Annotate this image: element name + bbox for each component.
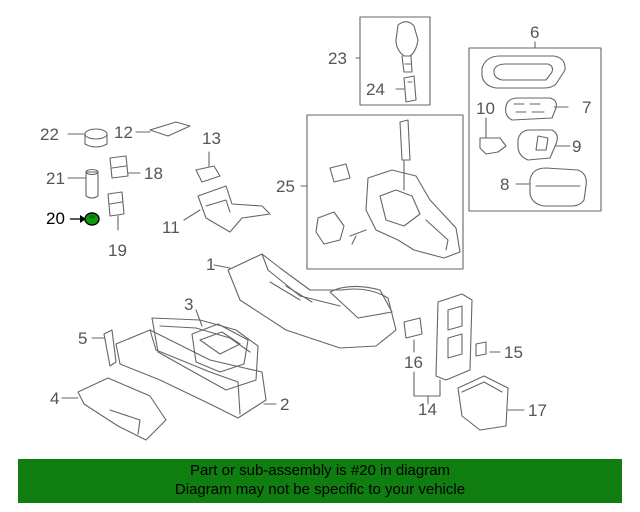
bracket-part-11 bbox=[197, 185, 271, 233]
bezel-part-6 bbox=[481, 55, 566, 89]
callout-17: 17 bbox=[528, 401, 547, 420]
callout-16: 16 bbox=[404, 353, 423, 372]
cap-part-22 bbox=[84, 128, 108, 148]
storage-part-8 bbox=[529, 167, 587, 207]
side-panel-part-2 bbox=[115, 329, 267, 419]
switch-part-18 bbox=[109, 155, 129, 179]
callout-15: 15 bbox=[504, 343, 523, 362]
callout-12: 12 bbox=[114, 123, 133, 142]
callout-2: 2 bbox=[280, 395, 290, 414]
callout-14: 14 bbox=[418, 400, 437, 419]
shifter-assembly-group-box bbox=[306, 114, 464, 270]
callout-13: 13 bbox=[202, 129, 221, 148]
bin-part-17 bbox=[457, 375, 509, 431]
clip-part-15 bbox=[475, 341, 487, 357]
shifter-assembly-part bbox=[315, 119, 461, 259]
callout-24: 24 bbox=[366, 80, 385, 99]
bracket-part-5 bbox=[103, 329, 117, 367]
shift-knob-part bbox=[395, 21, 419, 73]
callout-11: 11 bbox=[162, 218, 180, 237]
cupholder-part-3 bbox=[191, 323, 249, 373]
trim-part-12 bbox=[149, 121, 191, 137]
bezel-part-9 bbox=[517, 129, 558, 161]
highlighted-part-20 bbox=[70, 212, 100, 226]
callout-8: 8 bbox=[500, 175, 510, 194]
callout-1: 1 bbox=[206, 255, 216, 274]
callout-20: 20 bbox=[46, 209, 65, 228]
console-body-part-1 bbox=[227, 253, 397, 349]
insert-part-10 bbox=[479, 137, 507, 155]
callout-18: 18 bbox=[144, 164, 163, 183]
shifter-knob-group-box bbox=[359, 16, 431, 106]
banner-line-2: Diagram may not be specific to your vehi… bbox=[174, 481, 466, 498]
frame-part-3 bbox=[151, 317, 259, 391]
trim-plate-part-14 bbox=[435, 293, 473, 381]
info-banner: Part or sub-assembly is #20 in diagram D… bbox=[18, 459, 622, 503]
callout-4: 4 bbox=[50, 389, 60, 408]
callout-25: 25 bbox=[276, 177, 295, 196]
switch-part-19 bbox=[107, 191, 125, 217]
callout-22: 22 bbox=[40, 125, 59, 144]
callout-10: 10 bbox=[476, 99, 495, 118]
callout-5: 5 bbox=[78, 329, 88, 348]
bracket-part-13 bbox=[195, 165, 221, 183]
banner-line-1: Part or sub-assembly is #20 in diagram bbox=[189, 462, 451, 479]
shift-button-part bbox=[403, 75, 417, 103]
callout-9: 9 bbox=[572, 137, 582, 156]
callout-6: 6 bbox=[530, 23, 540, 42]
callout-23: 23 bbox=[328, 49, 347, 68]
bezel-part-7 bbox=[505, 97, 557, 121]
callout-19: 19 bbox=[108, 241, 127, 260]
socket-part-21 bbox=[85, 168, 99, 199]
floor-bracket-part-4 bbox=[77, 377, 167, 441]
callout-21: 21 bbox=[46, 169, 65, 188]
callout-7: 7 bbox=[582, 98, 592, 117]
switch-part-16 bbox=[403, 317, 423, 339]
callout-3: 3 bbox=[184, 295, 194, 314]
